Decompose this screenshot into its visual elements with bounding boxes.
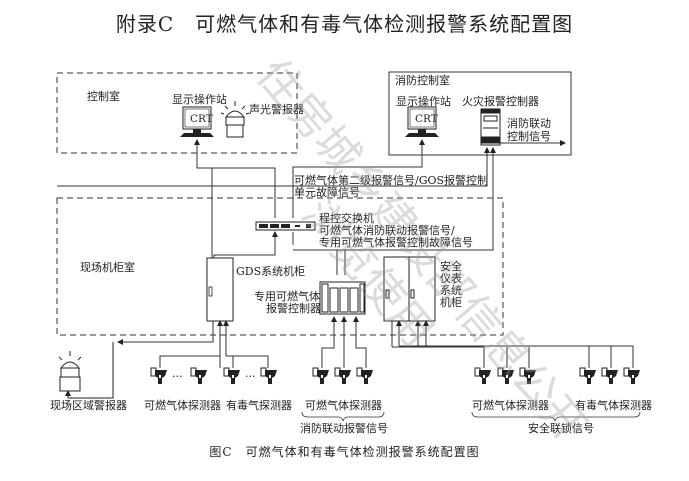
crt-text-control: CRT: [190, 113, 213, 125]
fire-link-alarm-line2: 专用可燃气体报警控制故障信号: [319, 235, 473, 249]
sis-label-line2: 仪表: [440, 271, 462, 285]
ellipsis-1: ···: [172, 370, 183, 383]
second-level-signal-line1: 可燃气体第二级报警信号/GOS报警控制: [294, 173, 488, 187]
beacon-icon: [220, 101, 250, 138]
sis-cabinet-icon: [383, 256, 436, 322]
combustible-detector-label-1: 可燃气体探测器: [144, 398, 221, 412]
sis-label-line3: 系统: [440, 284, 462, 297]
toxic-detector-icons-2: [579, 367, 641, 385]
page-title: 附录C 可燃气体和有毒气体检测报警系统配置图: [115, 12, 574, 36]
control-room-label: 控制室: [87, 89, 120, 103]
combustible-detector-label-3: 可燃气体探测器: [472, 398, 549, 412]
brace-safety-interlock: [471, 411, 641, 422]
fire-control-room-box: [388, 71, 572, 156]
field-room-label: 现场机柜室: [80, 260, 135, 274]
crt-station-control: [180, 106, 214, 137]
control-room-box: [56, 72, 298, 154]
second-level-signal-line2: 单元故障信号: [294, 185, 360, 199]
combustible-detector-label-2: 可燃气体探测器: [305, 398, 382, 412]
crt-text-fire: CRT: [415, 113, 438, 125]
beacon-label: 声光警报器: [249, 102, 304, 116]
gds-cabinet-label: GDS系统机柜: [236, 264, 305, 278]
switch-icon: [255, 221, 316, 231]
fire-link-signal-line2: 控制信号: [507, 129, 551, 143]
dedicated-controller-line1: 专用可燃气体: [254, 289, 320, 303]
sis-label-line1: 安全: [440, 259, 462, 273]
control-station-label: 显示操作站: [172, 92, 227, 106]
toxic-detector-label-1: 有毒气探测器: [226, 398, 292, 412]
brace-fire-link: [301, 411, 385, 422]
combustible-detector-icons-2: [312, 367, 374, 385]
figure-caption: 图C 可燃气体和有毒气体检测报警系统配置图: [209, 445, 480, 459]
area-alarm-label: 现场区域警报器: [50, 398, 127, 412]
crt-station-fire: [405, 106, 439, 137]
safety-interlock-group-label: 安全联锁信号: [528, 421, 594, 435]
dedicated-controller-line2: 报警控制器: [266, 301, 321, 315]
switch-label: 程控交换机: [319, 211, 374, 225]
fire-station-label: 显示操作站: [396, 94, 451, 108]
gds-cabinet-icon: [206, 257, 234, 322]
area-alarm-icon: [58, 351, 82, 392]
field-room-box: [56, 197, 504, 336]
fire-control-room-label: 消防控制室: [395, 73, 450, 87]
toxic-detector-label-2: 有毒气体探测器: [575, 398, 652, 412]
dedicated-controller-icon: [319, 281, 366, 315]
sis-label-line4: 机柜: [440, 295, 462, 309]
fire-link-alarm-line1: 可燃气体消防联动报警信号/: [319, 223, 455, 237]
ellipsis-2: ···: [245, 370, 256, 383]
fire-link-group-label: 消防联动报警信号: [300, 421, 388, 435]
fire-alarm-controller-icon: [480, 108, 501, 146]
fire-link-signal-line1: 消防联动: [507, 116, 551, 130]
fire-alarm-controller-label: 火灾报警控制器: [462, 94, 539, 108]
